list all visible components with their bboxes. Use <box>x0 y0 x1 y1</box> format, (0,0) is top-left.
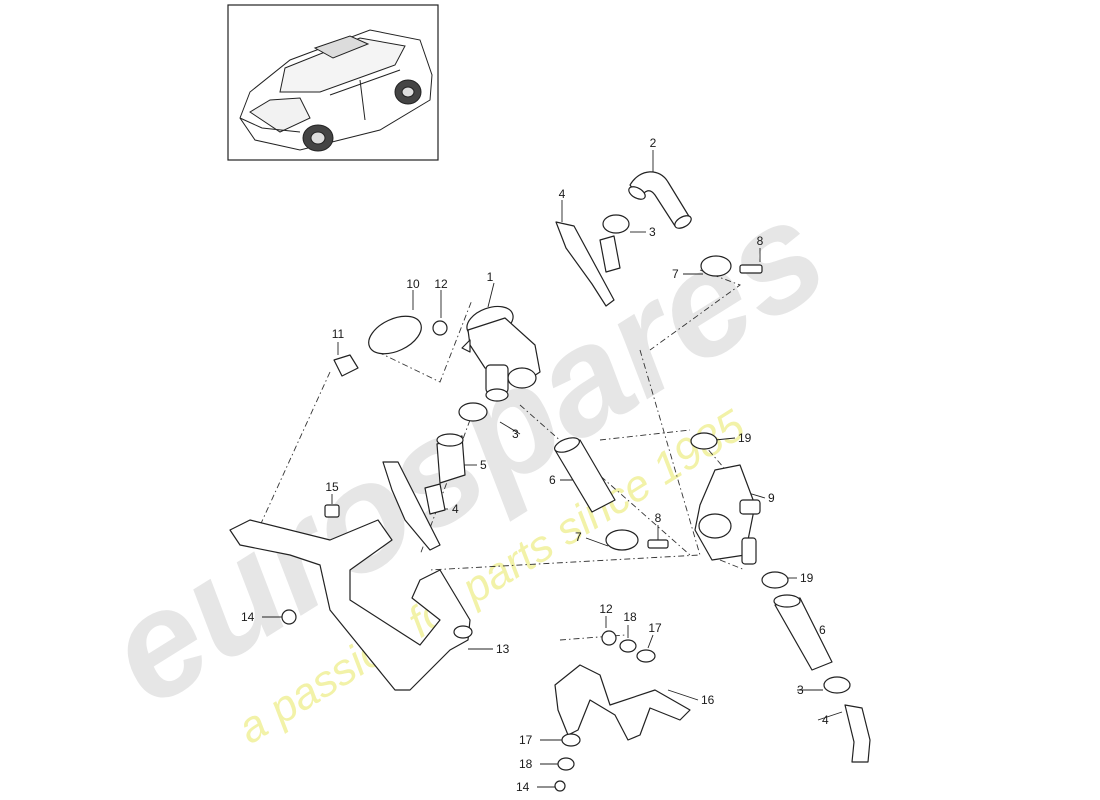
hose-clamp <box>458 402 488 422</box>
callout-17: 17 <box>519 733 533 747</box>
callout-7: 7 <box>575 530 582 544</box>
nut <box>432 320 448 336</box>
thumbnail-vehicle <box>227 4 439 161</box>
callout-7: 7 <box>672 267 679 281</box>
parts <box>229 171 871 792</box>
hose-clamp <box>605 529 639 551</box>
callout-8: 8 <box>655 511 662 525</box>
hose-clamp <box>690 432 718 450</box>
callout-12: 12 <box>599 602 613 616</box>
callout-4: 4 <box>452 502 459 516</box>
washer <box>557 757 575 771</box>
callout-14: 14 <box>516 780 530 794</box>
callout-3: 3 <box>512 427 519 441</box>
callout-10: 10 <box>406 277 420 291</box>
callout-19: 19 <box>738 431 752 445</box>
callout-15: 15 <box>325 480 339 494</box>
callout-5: 5 <box>480 458 487 472</box>
pipe-connector <box>424 483 446 515</box>
washer <box>561 733 581 747</box>
cover-cap <box>368 315 422 355</box>
hose-clamp <box>700 255 732 277</box>
callout-12: 12 <box>434 277 448 291</box>
mounting-bracket <box>229 519 471 691</box>
pipe-connector <box>599 235 621 273</box>
callout-1: 1 <box>487 270 494 284</box>
washer <box>636 649 656 663</box>
watermark: eurospares a passion for parts since 198… <box>78 166 853 753</box>
auxiliary-water-pump <box>461 305 541 402</box>
hose-clamp <box>602 214 630 234</box>
washer <box>619 639 637 653</box>
callout-8: 8 <box>757 234 764 248</box>
elbow-hose <box>844 704 871 763</box>
screw <box>647 539 669 549</box>
callout-11: 11 <box>332 327 345 341</box>
coolant-valve <box>694 464 761 565</box>
screw <box>281 609 297 625</box>
callout-18: 18 <box>623 610 637 624</box>
hose-clamp <box>823 676 851 694</box>
callout-2: 2 <box>650 136 657 150</box>
screw <box>739 264 763 274</box>
sensor <box>333 354 359 377</box>
callout-18: 18 <box>519 757 533 771</box>
bolt <box>324 504 340 518</box>
callout-16: 16 <box>701 693 715 707</box>
callout-13: 13 <box>496 642 510 656</box>
callout-3: 3 <box>797 683 804 697</box>
callout-9: 9 <box>768 491 775 505</box>
support-bracket <box>554 664 691 741</box>
callout-6: 6 <box>819 623 826 637</box>
pipe-bracket <box>382 461 441 551</box>
callouts: 1 2 3 3 3 4 4 4 5 6 6 7 7 8 8 9 10 11 12… <box>241 136 829 794</box>
callout-17: 17 <box>648 621 662 635</box>
callout-6: 6 <box>549 473 556 487</box>
callout-4: 4 <box>822 713 829 727</box>
elbow-hose <box>628 171 692 229</box>
callout-4: 4 <box>559 187 566 201</box>
screw <box>554 780 566 792</box>
callout-19: 19 <box>800 571 814 585</box>
nut <box>601 630 617 646</box>
pipe-bracket <box>555 221 615 307</box>
hose-clamp <box>761 571 789 589</box>
callout-3: 3 <box>649 225 656 239</box>
vehicle-suv-icon <box>239 29 433 152</box>
callout-14: 14 <box>241 610 255 624</box>
